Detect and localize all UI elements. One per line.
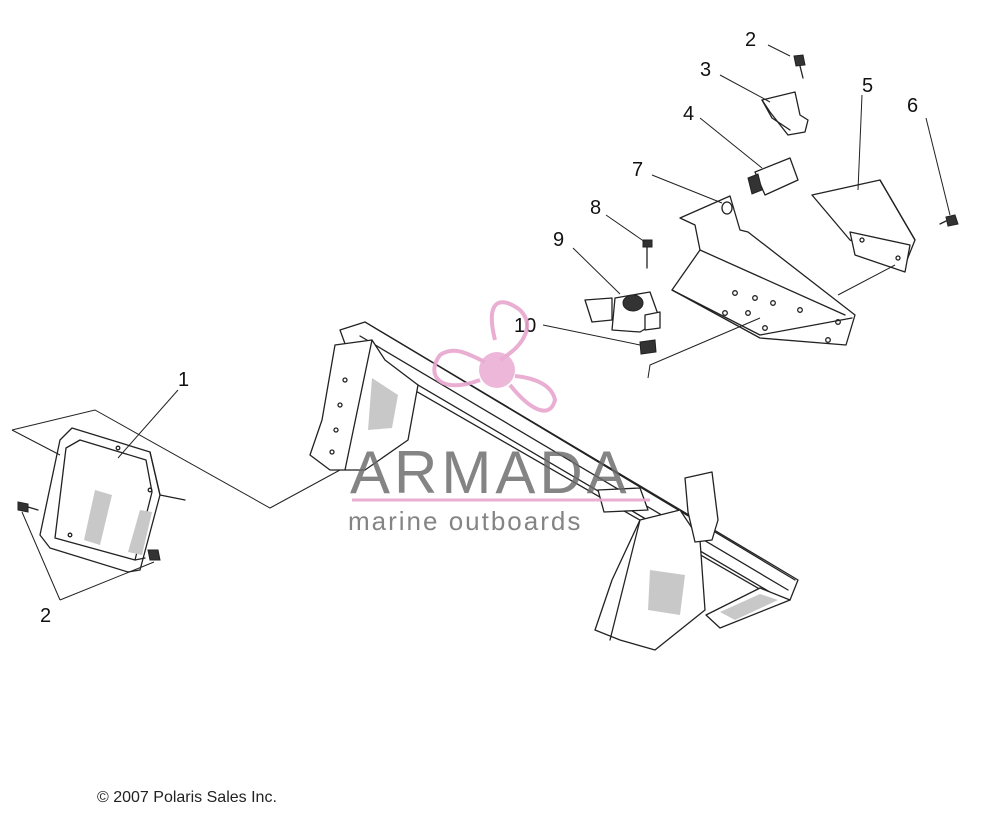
part-4-relay: [747, 157, 799, 196]
callout-1: 1: [178, 369, 189, 391]
watermark-brand: ARMADA: [350, 439, 631, 506]
callout-9: 9: [553, 229, 564, 251]
frame-rail: [309, 321, 799, 651]
propeller-hub: [479, 352, 515, 388]
callout-6: 6: [907, 95, 918, 117]
leader-lines: [21, 44, 951, 601]
callout-2-top: 2: [745, 29, 756, 51]
part-9-sensor: [584, 291, 661, 333]
callout-7: 7: [632, 159, 643, 181]
copyright-notice: © 2007 Polaris Sales Inc.: [97, 789, 277, 806]
part-1-cover: [39, 427, 186, 573]
callout-2-bottom: 2: [40, 605, 51, 627]
part-8-screw: [642, 239, 653, 269]
callout-4: 4: [683, 103, 694, 125]
callout-3: 3: [700, 59, 711, 81]
callout-5: 5: [862, 75, 873, 97]
watermark-tagline: marine outboards: [348, 506, 582, 536]
armada-watermark: ARMADA marine outboards: [348, 300, 650, 536]
part-10-nut: [639, 339, 657, 355]
part-6-screw: [939, 214, 959, 227]
part-3-clip: [761, 91, 809, 136]
callout-8: 8: [590, 197, 601, 219]
part-2-screw-top: [793, 54, 806, 79]
propeller-logo-icon: [432, 300, 558, 413]
callouts: 2 3 4 5 6 7 8 9 10 1 2: [40, 29, 918, 627]
part-7-bracket: [671, 195, 856, 346]
part-5-shield: [811, 179, 916, 273]
part-2-screws-lower: [17, 501, 161, 561]
